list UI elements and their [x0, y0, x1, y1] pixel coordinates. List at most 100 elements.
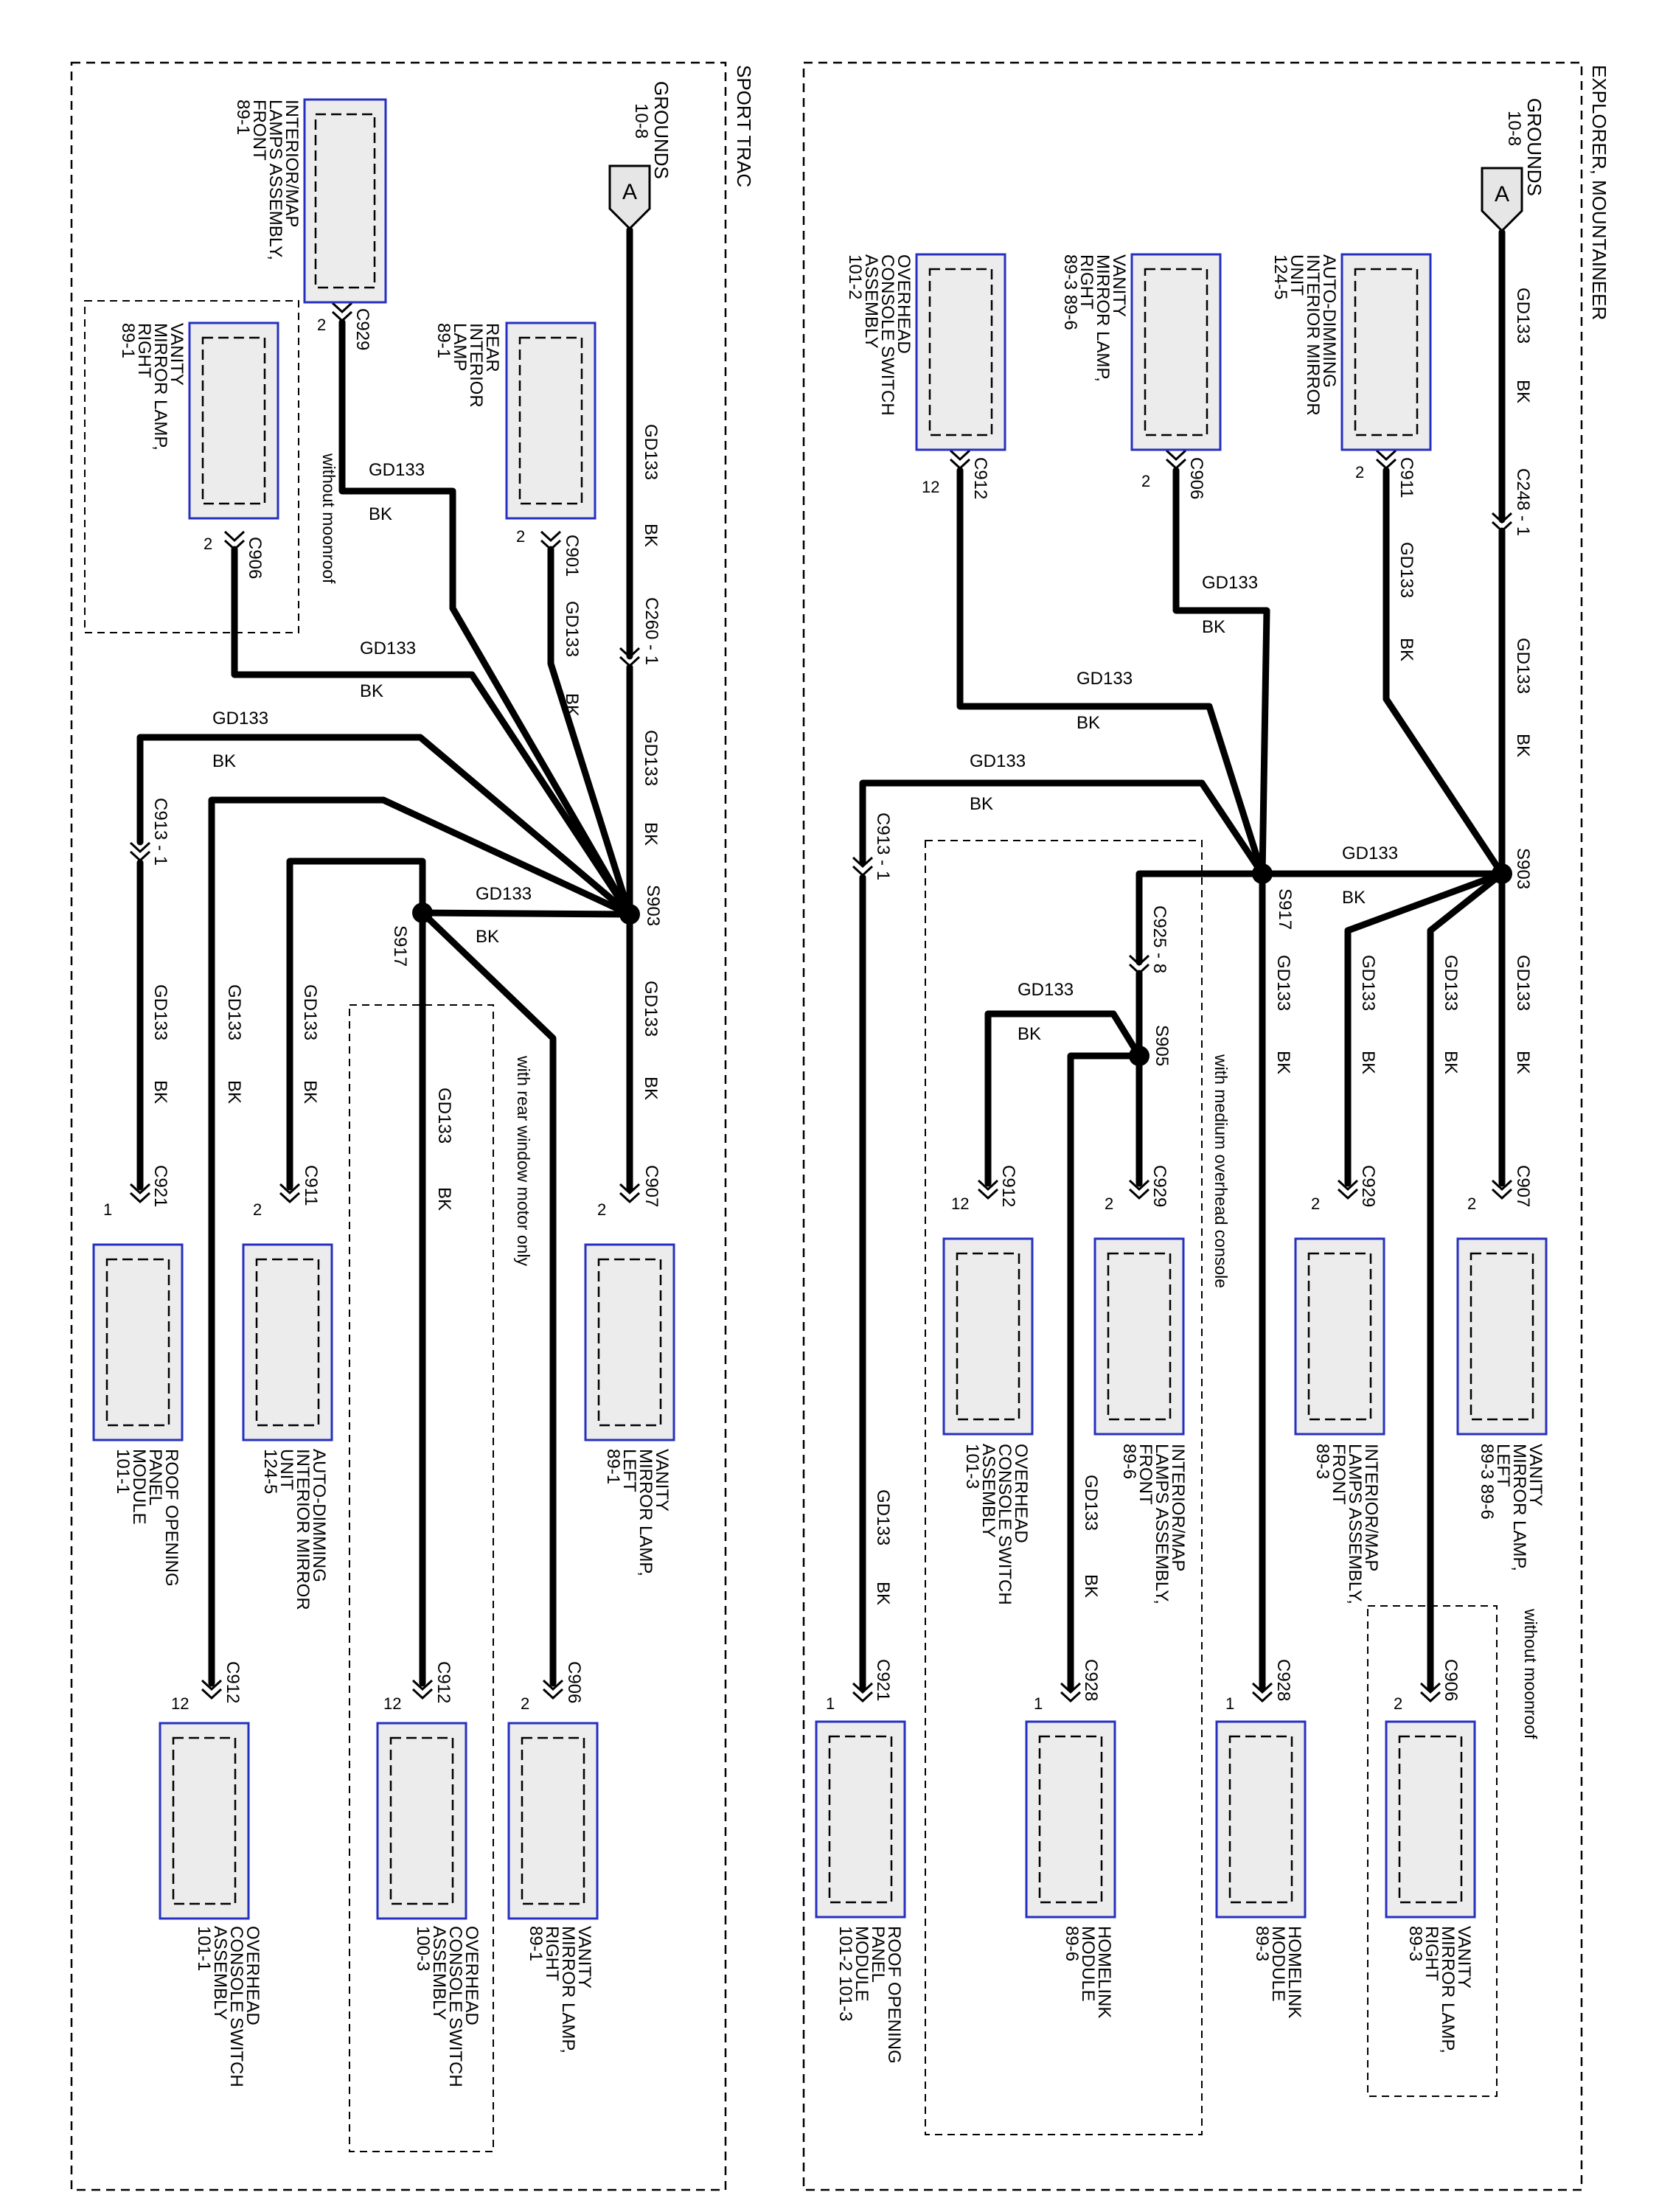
component-vanity-mirror-right: VANITYMIRROR LAMP,RIGHT89-3 89-6	[1060, 253, 1222, 451]
wire-circuit-label: GD133	[641, 424, 661, 480]
sport-trac-frame	[70, 61, 727, 2191]
component-interior-map-lamps: INTERIOR/MAPLAMPS ASSEMBLY,FRONT89-1	[233, 98, 387, 304]
wire-s903-c929	[1344, 870, 1506, 1187]
medium-console-zone	[925, 840, 1203, 2135]
splice-label: S905	[1152, 1025, 1172, 1066]
component-interior-map-lamps-89-3: INTERIOR/MAPLAMPS ASSEMBLY,FRONT89-3	[1294, 1237, 1385, 1604]
wire-color-label: BK	[1441, 1051, 1461, 1074]
connector-label: C911	[1397, 457, 1416, 498]
svg-text:INTERIOR/MAPLAMPS ASSEMBLY,FRO: INTERIOR/MAPLAMPS ASSEMBLY,FRONT89-1	[233, 100, 302, 260]
svg-text:VANITYMIRROR LAMP,RIGHT89-1: VANITYMIRROR LAMP,RIGHT89-1	[526, 1926, 594, 2053]
wire-c911-s903	[1382, 467, 1506, 877]
svg-text:OVERHEADCONSOLE SWITCHASSEMBLY: OVERHEADCONSOLE SWITCHASSEMBLY101-1	[194, 1926, 262, 2087]
wire-s905-c912	[984, 1010, 1143, 1187]
wire-color-label: BK	[641, 1077, 661, 1100]
svg-text:AUTO-DIMMINGINTERIOR MIRRORUNI: AUTO-DIMMINGINTERIOR MIRRORUNIT124-5	[260, 1449, 329, 1610]
wire-circuit-label: GD133	[300, 984, 320, 1040]
component-vanity-mirror-right: VANITYMIRROR LAMP,RIGHT89-1	[118, 321, 279, 520]
wire-circuit-label: GD133	[1081, 1475, 1101, 1531]
wire-c912-s917	[956, 467, 1266, 877]
connector-label: C912	[434, 1661, 453, 1703]
wire-circuit-label: GD133	[1342, 844, 1398, 863]
component-rear-interior-lamp: REARINTERIORLAMP89-1	[434, 321, 597, 520]
connector-label: C912	[223, 1661, 243, 1703]
component-overhead-console-101-2: OVERHEADCONSOLE SWITCHASSEMBLY101-2	[845, 253, 1006, 451]
component-homelink-89-3: HOMELINKMODULE89-3	[1215, 1720, 1307, 2018]
component-auto-dimming-mirror: AUTO-DIMMINGINTERIOR MIRRORUNIT124-5	[1270, 253, 1432, 451]
wire-color-label: BK	[224, 1080, 244, 1104]
connector-pin: 2	[1467, 1194, 1476, 1213]
wire-color-label: BK	[1018, 1024, 1041, 1044]
wire-color-label: BK	[641, 524, 661, 547]
wire-color-label: BK	[1342, 888, 1366, 908]
wire-c906-s903	[231, 546, 633, 918]
component-auto-dimming-mirror: AUTO-DIMMINGINTERIOR MIRRORUNIT124-5	[242, 1243, 333, 1610]
wire-circuit-label: GD133	[873, 1489, 893, 1545]
wire-circuit-label: GD133	[1077, 669, 1133, 689]
connector-label: C260 - 1	[641, 597, 661, 665]
connector-label: C929	[1358, 1165, 1378, 1207]
svg-text:OVERHEADCONSOLE SWITCHASSEMBLY: OVERHEADCONSOLE SWITCHASSEMBLY100-3	[413, 1926, 481, 2087]
connector-pin: 1	[103, 1200, 112, 1219]
svg-text:OVERHEADCONSOLE SWITCHASSEMBLY: OVERHEADCONSOLE SWITCHASSEMBLY101-2	[845, 254, 914, 416]
connector-pin: 1	[1034, 1694, 1043, 1713]
connector-pin: 12	[951, 1194, 969, 1213]
connector-label: C929	[352, 308, 372, 350]
wire-circuit-label: GD133	[150, 984, 170, 1040]
ground-letter: A	[1495, 182, 1509, 206]
connector-pin: 2	[1141, 472, 1150, 490]
wire-c912-s903	[208, 796, 633, 1687]
component-overhead-console-100-3: OVERHEADCONSOLE SWITCHASSEMBLY100-3	[376, 1722, 481, 2087]
svg-text:VANITYMIRROR LAMP,RIGHT89-3: VANITYMIRROR LAMP,RIGHT89-3 89-6	[1060, 254, 1129, 382]
connector-label: C912	[998, 1165, 1018, 1207]
connector-label: C907	[641, 1165, 661, 1207]
connector-label: C913 - 1	[150, 798, 170, 866]
explorer-diagram: EXPLORER, MOUNTAINEER with medium overhe…	[815, 65, 1610, 2135]
svg-text:VANITYMIRROR LAMP,RIGHT89-1: VANITYMIRROR LAMP,RIGHT89-1	[118, 323, 187, 451]
wire-circuit-label: GD133	[434, 1088, 454, 1144]
connector-label: C928	[1081, 1659, 1101, 1701]
wire-circuit-label: GD133	[360, 639, 416, 658]
connector-label: C913 - 1	[873, 813, 893, 880]
wire-s917-s903	[419, 909, 633, 918]
connector-label: C906	[245, 537, 265, 579]
wire-circuit-label: GD133	[1441, 955, 1461, 1011]
component-interior-map-lamps-89-6: INTERIOR/MAPLAMPS ASSEMBLY,FRONT89-6	[1093, 1237, 1188, 1604]
sport-trac-diagram: SPORT TRAC without moonroof with rear wi…	[84, 65, 755, 2152]
wire-color-label: BK	[641, 822, 661, 846]
component-vanity-mirror-left: VANITYMIRROR LAMP,LEFT89-1	[584, 1243, 675, 1576]
wire-color-label: BK	[1397, 638, 1416, 661]
connector-pin: 1	[826, 1694, 835, 1713]
splice-dot-icon	[1492, 863, 1512, 884]
connector-label: C906	[564, 1661, 584, 1703]
wire-c901-s903	[547, 546, 633, 918]
splice-dot-icon	[1129, 1046, 1150, 1066]
connector-pin: 12	[922, 478, 939, 496]
svg-text:HOMELINKMODULE89-6: HOMELINKMODULE89-6	[1062, 1926, 1114, 2018]
without-moonroof-zone	[84, 300, 299, 633]
connector-pin: 2	[1394, 1694, 1402, 1713]
connector-label: C901	[562, 535, 582, 577]
connector-label: C921	[873, 1659, 893, 1701]
wire-color-label: BK	[1358, 1051, 1378, 1074]
ground-ref: 10-8	[1504, 111, 1524, 146]
connector-pin: 2	[521, 1694, 529, 1713]
option-label-rear-window: with rear window motor only	[514, 1055, 533, 1267]
wire-color-label: BK	[1081, 1574, 1101, 1598]
splice-dot-icon	[619, 904, 640, 925]
wire-circuit-label: GD133	[1273, 955, 1293, 1011]
connector-label: C906	[1186, 457, 1206, 499]
splice-label: S917	[1275, 888, 1295, 930]
ground-letter: A	[622, 180, 637, 204]
wire-c913-s917	[859, 779, 1266, 877]
svg-text:ROOF OPENINGPANELMODULE101-1: ROOF OPENINGPANELMODULE101-1	[113, 1449, 181, 1587]
wire-color-label: BK	[360, 681, 383, 701]
connector-pin: 2	[1105, 1194, 1113, 1213]
wire-circuit-label: GD133	[1513, 955, 1533, 1011]
wire-color-label: BK	[562, 693, 582, 717]
wire-color-label: BK	[1513, 1051, 1533, 1074]
connector-label: C925 - 8	[1150, 905, 1169, 973]
splice-label: S917	[390, 925, 410, 967]
option-label-moonroof: without moonroof	[1521, 1608, 1540, 1739]
